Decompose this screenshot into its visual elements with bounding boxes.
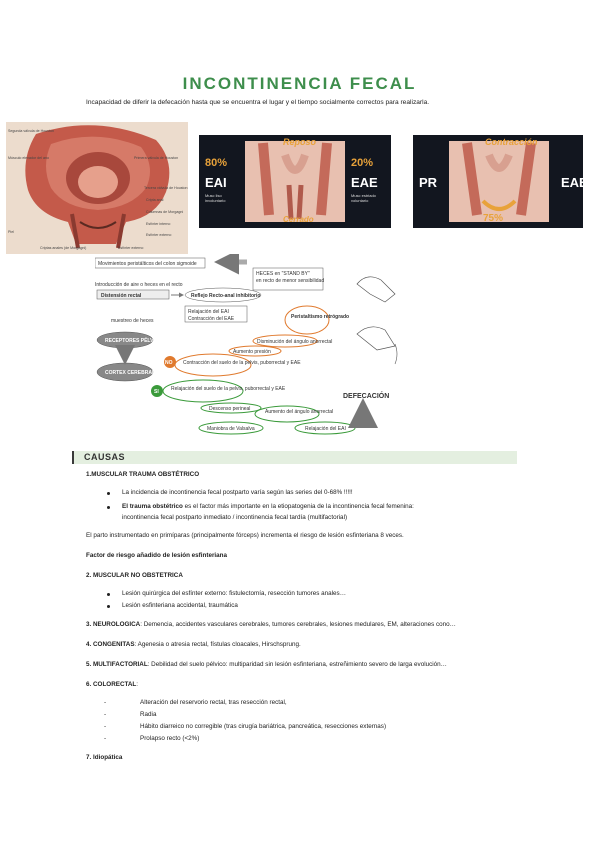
flow-muestreo: muestreo de heces: [111, 318, 154, 324]
anatomy-label: Criptas anales (de Morgagni): [40, 246, 87, 250]
flow-heces-sub: en recto de menor sensibilidad: [256, 278, 324, 284]
flow-reflejo: Reflejo Recto-anal inhibitorio: [191, 293, 260, 299]
anatomy-label: Tercera válvula de Houston: [144, 186, 188, 190]
eae-percent: 20%: [351, 157, 374, 169]
anatomy-label: Columnas de Morgagni: [146, 210, 184, 214]
flow-receptores: RECEPTORES PÉLVICOS: [105, 336, 166, 344]
anatomy-illustration: Segunda válvula de Houston Músculo eleva…: [6, 122, 188, 254]
bullet: [107, 506, 110, 509]
flow-si-text: Relajación del suelo de la pelvis, pubor…: [171, 386, 286, 392]
dash: -: [104, 699, 107, 706]
dash: -: [104, 723, 107, 730]
cause-2-bullet-2: Lesión esfinteriana accidental, traumáti…: [122, 602, 238, 609]
cause-6-title: 6. COLORECTAL: [86, 681, 137, 688]
contraction-percent: 75%: [483, 213, 504, 224]
bullet: [107, 605, 110, 608]
anatomy-label: Esfínter externo: [146, 233, 172, 237]
rest-state: Cerrado: [283, 215, 314, 224]
cause-6-item-1: Alteración del reservorio rectal, tras r…: [140, 699, 287, 706]
cause-6-colon: :: [136, 681, 139, 688]
section-header: CAUSAS: [72, 451, 517, 464]
anatomy-label: Cripta anal: [146, 198, 164, 202]
cause-5-text: : Debilidad del suelo pélvico: multipari…: [147, 661, 447, 668]
flow-descenso: Descenso perineal: [209, 406, 250, 412]
cause-2-bullet-1: Lesión quirúrgica del esfínter externo: …: [122, 590, 347, 597]
cause-3-title: 3. NEUROLOGICA: [86, 621, 141, 628]
cause-3-text: : Demencia, accidentes vasculares cerebr…: [140, 621, 456, 628]
flow-disminucion: Disminución del ángulo anorrectal: [257, 339, 332, 345]
eai-sub: Musc liso involuntario: [205, 193, 226, 203]
cause-6-item-4: Prolapso recto (<2%): [140, 735, 200, 742]
page-title: INCONTINENCIA FECAL: [182, 74, 417, 93]
bullet: [107, 593, 110, 596]
contraction-diagram: Contracción PR EAE 75%: [413, 135, 583, 228]
flow-peristaltismo: Peristaltismo retrógrado: [291, 314, 349, 320]
dash: -: [104, 711, 107, 718]
flow-heces: HECES en "STAND BY": [256, 271, 310, 277]
eae-label: EAE: [561, 175, 583, 190]
cause-4-text: : Agenesia o atresia rectal, fístulas cl…: [134, 641, 301, 648]
flow-distension: Distensión rectal: [101, 293, 142, 299]
flow-introduccion: Introducción de aire o heces en el recto: [95, 282, 183, 288]
cause-1-bullet-1: La incidencia de incontinencia fecal pos…: [122, 489, 353, 496]
flow-relajacion: Relajación del EAI: [188, 309, 229, 315]
cause-4-title: 4. CONGENITAS: [86, 641, 135, 648]
flow-valsalva: Maniobra de Valsalva: [207, 426, 255, 432]
contraction-title: Contracción: [485, 137, 538, 147]
anatomy-label: Segunda válvula de Houston: [8, 129, 54, 133]
flow-corteza: CORTEX CEREBRAL: [105, 370, 155, 376]
anatomy-label: Esfínter externo: [118, 246, 144, 250]
cause-6-item-2: Radia: [140, 711, 157, 718]
eai-label: EAI: [205, 175, 227, 190]
cause-1-title: 1.MUSCULAR TRAUMA OBSTÉTRICO: [86, 471, 200, 478]
flow-relajacion-eai: Relajación del EAI: [305, 426, 346, 432]
cause-1-bullet-2a: El trauma obstétrico: [122, 503, 183, 510]
factor-text: Factor de riesgo añadido de lesión esfin…: [86, 552, 228, 559]
parto-text: El parto instrumentado en primíparas (pr…: [86, 532, 404, 539]
cause-1-bullet-2b: es el factor más importante en la etiopa…: [182, 503, 414, 510]
anatomy-label: Músculo elevador del ano: [8, 156, 49, 160]
anatomy-label: Piel: [8, 230, 14, 234]
anatomy-label: Primera válvula de Houston: [134, 156, 179, 160]
rest-title: Reposo: [283, 137, 317, 147]
cause-6-item-3: Hábito diarreico no corregible (tras cir…: [140, 723, 387, 730]
anatomy-label: Esfínter interno: [146, 222, 171, 226]
flow-no: NO: [165, 360, 173, 366]
pr-label: PR: [419, 175, 438, 190]
rest-diagram: Reposo 80% EAI Musc liso involuntario 20…: [199, 135, 391, 228]
cause-1-bullet-2c: incontinencia fecal postparto inmediato …: [122, 514, 348, 521]
cause-2-title: 2. MUSCULAR NO OBSTETRICA: [86, 572, 183, 579]
eae-sub: Musc estriado voluntario: [351, 193, 376, 203]
bullet: [107, 492, 110, 495]
intro-text: Incapacidad de diferir la defecación has…: [86, 99, 430, 106]
flow-movimientos: Movimientos peristálticos del colon sigm…: [98, 261, 197, 267]
flow-si: SI: [154, 389, 159, 395]
flow-contraccion: Contracción del EAE: [188, 316, 235, 322]
flow-defecacion: DEFECACIÓN: [343, 391, 389, 400]
eae-label: EAE: [351, 175, 378, 190]
posture-illustration: [356, 276, 398, 365]
defecation-flow-diagram: Movimientos peristálticos del colon sigm…: [95, 254, 398, 435]
dash: -: [104, 735, 107, 742]
section-title: CAUSAS: [84, 452, 126, 462]
cause-5-title: 5. MULTIFACTORIAL: [86, 661, 148, 668]
flow-aumento-angulo: Aumento del ángulo anorrectal: [265, 409, 333, 415]
flow-aumento-presion: Aumento presión: [233, 349, 271, 355]
cause-7-title: 7. Idiopática: [86, 754, 123, 761]
eai-percent: 80%: [205, 157, 228, 169]
flow-no-text: Contracción del suelo de la pelvis, pubo…: [183, 360, 301, 366]
